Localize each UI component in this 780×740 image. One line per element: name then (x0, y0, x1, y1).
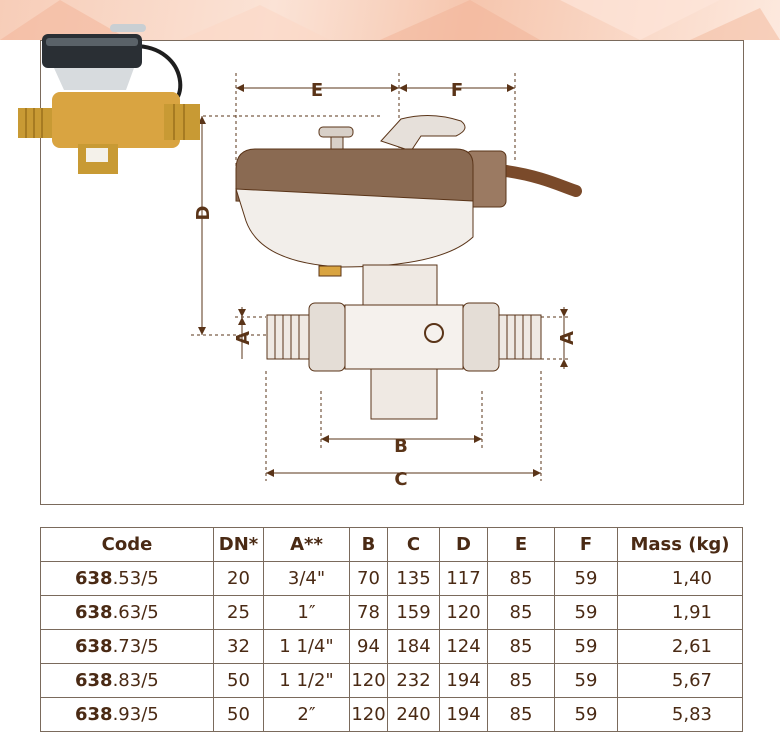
specification-table: Code DN* A** B C D E F Mass (kg) 638.53/… (40, 527, 743, 732)
cell-d: 194 (439, 663, 488, 698)
table-row: 638.73/5 32 1 1/4" 94 184 124 85 59 2,61 (40, 629, 743, 664)
valve-illustration (235, 115, 582, 420)
cell-mass: 5,67 (617, 663, 743, 698)
header-d: D (439, 527, 488, 562)
table-header-row: Code DN* A** B C D E F Mass (kg) (40, 527, 743, 562)
decorative-header-pattern (0, 0, 780, 40)
cell-e: 85 (487, 629, 555, 664)
dimension-label-e: E (311, 80, 323, 101)
header-a: A** (263, 527, 350, 562)
cell-e: 85 (487, 697, 555, 732)
table-row: 638.93/5 50 2″ 120 240 194 85 59 5,83 (40, 697, 743, 732)
cell-c: 159 (387, 595, 440, 630)
cell-b: 70 (349, 561, 388, 596)
dimension-label-d: D (193, 206, 214, 221)
cell-dn: 50 (213, 697, 264, 732)
dimension-label-a-right: A (557, 331, 578, 345)
cell-code: 638.63/5 (40, 595, 214, 630)
cell-d: 120 (439, 595, 488, 630)
cell-dn: 20 (213, 561, 264, 596)
cell-a: 1″ (263, 595, 350, 630)
table-row: 638.83/5 50 1 1/2" 120 232 194 85 59 5,6… (40, 663, 743, 698)
cell-e: 85 (487, 561, 555, 596)
cell-code: 638.53/5 (40, 561, 214, 596)
cell-code: 638.83/5 (40, 663, 214, 698)
dimension-label-a-left: A (233, 331, 254, 345)
cell-dn: 32 (213, 629, 264, 664)
cell-f: 59 (554, 629, 618, 664)
table-row: 638.53/5 20 3/4" 70 135 117 85 59 1,40 (40, 561, 743, 596)
cell-d: 194 (439, 697, 488, 732)
cell-a: 1 1/4" (263, 629, 350, 664)
cell-f: 59 (554, 663, 618, 698)
cell-dn: 25 (213, 595, 264, 630)
cell-a: 2″ (263, 697, 350, 732)
cell-c: 184 (387, 629, 440, 664)
cell-b: 94 (349, 629, 388, 664)
cell-f: 59 (554, 697, 618, 732)
cell-mass: 5,83 (617, 697, 743, 732)
cell-dn: 50 (213, 663, 264, 698)
cell-c: 240 (387, 697, 440, 732)
cell-f: 59 (554, 595, 618, 630)
table-row: 638.63/5 25 1″ 78 159 120 85 59 1,91 (40, 595, 743, 630)
header-e: E (487, 527, 555, 562)
cell-f: 59 (554, 561, 618, 596)
cell-code: 638.73/5 (40, 629, 214, 664)
cell-mass: 1,91 (617, 595, 743, 630)
cell-d: 117 (439, 561, 488, 596)
header-mass: Mass (kg) (617, 527, 743, 562)
dimension-label-f: F (451, 80, 463, 101)
cell-d: 124 (439, 629, 488, 664)
header-dn: DN* (213, 527, 264, 562)
cell-b: 78 (349, 595, 388, 630)
cell-mass: 2,61 (617, 629, 743, 664)
cell-c: 135 (387, 561, 440, 596)
header-b: B (349, 527, 388, 562)
cell-b: 120 (349, 697, 388, 732)
cell-c: 232 (387, 663, 440, 698)
cell-code: 638.93/5 (40, 697, 214, 732)
cell-mass: 1,40 (617, 561, 743, 596)
header-f: F (554, 527, 618, 562)
cell-e: 85 (487, 663, 555, 698)
dimension-label-b: B (394, 436, 408, 457)
cell-a: 1 1/2" (263, 663, 350, 698)
header-c: C (387, 527, 440, 562)
header-code: Code (40, 527, 214, 562)
cell-b: 120 (349, 663, 388, 698)
dimension-label-c: C (394, 469, 407, 490)
valve-product-photo (18, 24, 200, 174)
valve-dimension-diagram: E F D A A B C (191, 73, 582, 490)
cell-e: 85 (487, 595, 555, 630)
cell-a: 3/4" (263, 561, 350, 596)
